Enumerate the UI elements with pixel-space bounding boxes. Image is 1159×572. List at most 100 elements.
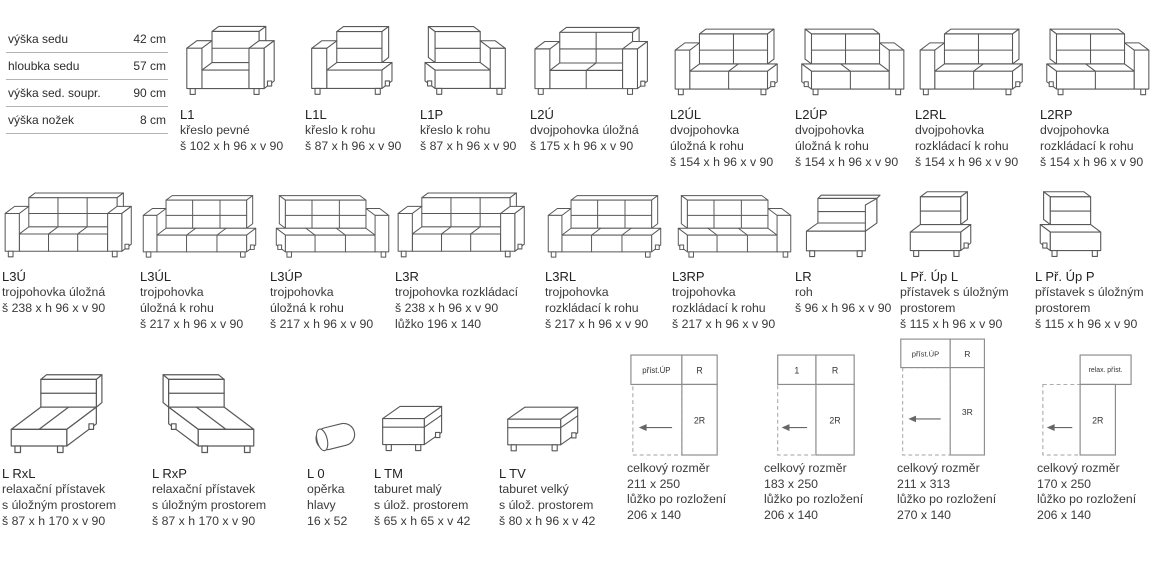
product-line: rozkládací k rohu: [545, 300, 639, 315]
product-line: trojpohovka: [270, 285, 334, 300]
sofa-3seat-icon: [397, 192, 525, 258]
figure: příst.ÚP R 2R: [627, 345, 758, 461]
product-code: L Př. Úp P: [1035, 269, 1095, 284]
product-line: š 87 x h 96 x v 90: [305, 138, 402, 153]
product-item-l1: L1 křeslo pevné š 102 x h 96 x v 90: [180, 8, 305, 170]
product-line: přístavek s úložným: [1035, 285, 1144, 300]
product-line: š 238 x h 96 x v 90: [2, 300, 106, 315]
figure: [795, 8, 909, 102]
product-code: L RxL: [2, 466, 36, 481]
sofa-3seat-left-arm-icon: [547, 195, 662, 258]
product-line: úložná k rohu: [270, 300, 344, 315]
figure: [305, 8, 414, 102]
spec-row: výška sedu 42 cm: [6, 26, 168, 53]
product-item-l0: L 0 opěrka hlavy 16 x 52: [307, 345, 374, 529]
config-dimension: 170 x 250: [1037, 476, 1092, 491]
figure: příst.ÚP R 3R: [897, 338, 1031, 461]
product-line: prostorem: [900, 300, 956, 315]
sofa-2seat-right-arm-icon: [801, 28, 905, 96]
plan-label: R: [696, 366, 702, 376]
product-line: taburet velký: [499, 482, 569, 497]
product-line: š 154 x h 96 x v 90: [795, 154, 899, 169]
product-line: š 80 x h 96 x v 42: [499, 513, 596, 528]
product-line: s úložným prostorem: [2, 497, 117, 512]
product-item-lr: LR roh š 96 x h 96 x v 90: [795, 170, 900, 332]
product-line: rozkládací k rohu: [915, 138, 1009, 153]
plan-label: příst.ÚP: [912, 350, 939, 359]
figure: [374, 345, 493, 461]
spec-label: výška sed. soupr.: [8, 86, 101, 100]
sofa-2seat-left-arm-icon: [674, 28, 778, 96]
product-item-l3rl: L3RL trojpohovka rozkládací k rohu š 217…: [545, 170, 672, 332]
product-line: prostorem: [1035, 300, 1091, 315]
floorplan-4-icon: relax. příst. 2R: [1042, 354, 1132, 456]
product-code: L TM: [374, 466, 403, 481]
product-line: hlavy: [307, 497, 336, 512]
product-line: rozkládací k rohu: [1040, 138, 1134, 153]
product-line: s úlož. prostorem: [374, 497, 469, 512]
product-line: š 115 x h 96 x v 90: [1035, 316, 1138, 331]
figure: [2, 345, 146, 461]
spec-value: 90 cm: [133, 86, 166, 100]
product-line: š 217 x h 96 x v 90: [270, 316, 374, 331]
catalog-row-1: L1 křeslo pevné š 102 x h 96 x v 90 L1L …: [180, 8, 1154, 170]
product-code: L3ÚP: [270, 269, 303, 284]
spec-label: výška sedu: [8, 32, 69, 46]
figure: [1040, 8, 1150, 102]
config-dimension: 211 x 313: [897, 476, 951, 491]
figure: [672, 170, 792, 264]
figure: [140, 170, 264, 264]
config-dimension: 206 x 140: [627, 508, 682, 523]
config-caption: lůžko po rozložení: [897, 492, 997, 507]
product-line: s úlož. prostorem: [499, 497, 594, 512]
figure: [900, 170, 1029, 264]
armchair-icon: [186, 25, 275, 95]
config-item-2: 1 R 2R celkový rozměr 183 x 250 lůžko po…: [764, 345, 897, 529]
product-line: relaxační přístavek: [2, 482, 106, 497]
figure: [152, 345, 301, 461]
armchair-right-arm-icon: [424, 26, 506, 95]
spec-label: hloubka sedu: [8, 59, 80, 73]
product-line: dvojpohovka: [795, 123, 865, 138]
product-item-lprup: L Př. Úp P přístavek s úložným prostorem…: [1035, 170, 1159, 332]
plan-label: 2R: [1092, 416, 1103, 426]
config-caption: celkový rozměr: [627, 461, 710, 475]
product-line: křeslo pevné: [180, 123, 250, 138]
product-line: úložná k rohu: [795, 138, 869, 153]
catalog-row-3: L RxL relaxační přístavek s úložným pros…: [2, 338, 1159, 529]
product-line: rozkládací k rohu: [672, 300, 766, 315]
spec-value: 57 cm: [133, 59, 166, 73]
product-line: trojpohovka rozkládací: [395, 285, 519, 300]
figure: [420, 8, 524, 102]
product-line: š 87 x h 170 x v 90: [152, 513, 256, 528]
figure: [395, 170, 539, 264]
product-item-l1p: L1P křeslo k rohu š 87 x h 96 x v 90: [420, 8, 530, 170]
product-line: š 87 x h 170 x v 90: [2, 513, 106, 528]
plan-label: 2R: [829, 416, 840, 426]
plan-label: 3R: [962, 407, 973, 417]
product-line: š 154 x h 96 x v 90: [915, 154, 1019, 169]
catalog-row-2: L3Ú trojpohovka úložná š 238 x h 96 x v …: [2, 170, 1159, 332]
figure: [307, 345, 368, 461]
product-item-l3rp: L3RP trojpohovka rozkládací k rohu š 217…: [672, 170, 795, 332]
product-line: š 217 x h 96 x v 90: [545, 316, 649, 331]
config-caption: celkový rozměr: [897, 461, 980, 475]
product-line: š 217 x h 96 x v 90: [672, 316, 776, 331]
product-line: š 87 x h 96 x v 90: [420, 138, 517, 153]
product-line: roh: [795, 285, 813, 300]
config-caption: lůžko po rozložení: [627, 492, 727, 507]
product-code: L 0: [307, 466, 325, 481]
product-line: š 154 x h 96 x v 90: [670, 154, 774, 169]
product-item-l2rp: L2RP dvojpohovka rozkládací k rohu š 154…: [1040, 8, 1154, 170]
floorplan-3-icon: příst.ÚP R 3R: [900, 338, 985, 456]
floorplan-1-icon: příst.ÚP R 2R: [630, 354, 718, 456]
config-item-4: relax. příst. 2R celkový rozměr 170 x 25…: [1037, 345, 1159, 529]
product-code: L TV: [499, 466, 526, 481]
product-item-l3ul: L3ÚL trojpohovka úložná k rohu š 217 x h…: [140, 170, 270, 332]
product-item-l2rl: L2RL dvojpohovka rozkládací k rohu š 154…: [915, 8, 1040, 170]
product-item-ltv: L TV taburet velký s úlož. prostorem š 8…: [499, 345, 627, 529]
config-dimension: 211 x 250: [627, 476, 681, 491]
product-line: dvojpohovka: [1040, 123, 1110, 138]
product-line: š 65 x h 65 x v 42: [374, 513, 471, 528]
